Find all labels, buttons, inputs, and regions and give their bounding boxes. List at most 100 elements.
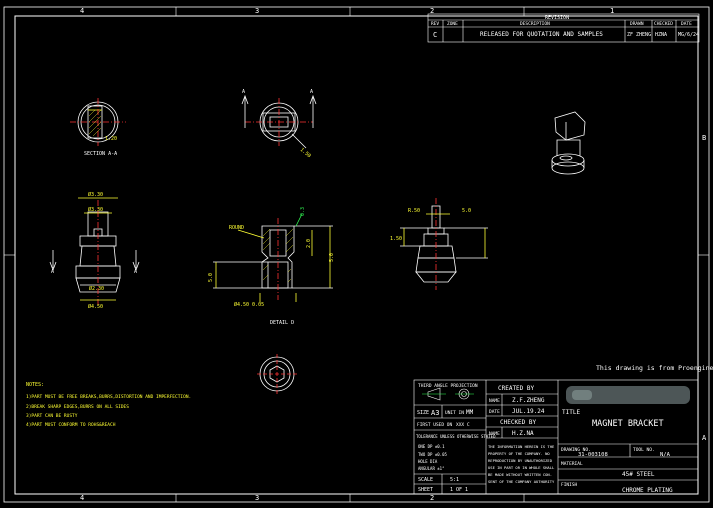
section-marker: A [51,269,54,275]
drawing-no-label: DRAWING NO. [561,447,591,453]
zone-ticks [4,7,709,502]
material-value: 45# STEEL [622,471,655,478]
finish-value: CHROME PLATING [622,487,673,494]
tolerance-title: TOLERANCE UNLESS OTHERWISE STATED [416,434,496,439]
rev-cell: ZF ZHENG [627,32,651,38]
checked-name-label: NAME [489,431,500,437]
notes-title: NOTES: [26,382,44,388]
outer-border [3,6,710,503]
created-by-label: CREATED BY [498,385,535,392]
section-marker: A [310,89,313,95]
zone-label-bottom: 2 [430,494,434,502]
section-view [70,98,126,146]
tolerance-line: TWO DP ±0.05 [418,452,447,457]
rev-cell: C [433,31,437,39]
checker-name: H.Z.NA [512,430,534,437]
dim-label: 5.0 [462,208,471,214]
tool-no-value: N/A [660,452,671,458]
first-used-value: XXX C [456,422,470,428]
title-label: TITLE [562,409,580,416]
third-angle-projection-icon [422,387,474,401]
material-label: MATERIAL [561,461,583,467]
unit-value: MM [466,409,474,416]
section-marker: A [242,89,245,95]
dim-label: Ø2.30 [89,285,104,292]
rev-header: DATE [681,21,692,27]
confidential-line: PROPERTY OF THE COMPANY. NO [488,451,550,456]
detail-hatch [262,228,294,283]
company-logo-blurred [566,386,690,404]
revision-title: REVISION [545,15,569,21]
rev-cell: HZNA [655,32,667,38]
rev-header: CHECKED [654,21,673,27]
note-line: 1)PART MUST BE FREE BREAKS,BURRS,DISTORT… [26,394,191,400]
note-line: 3)PART CAN BE RUSTY [26,413,78,419]
chamfer-note: ROUND [229,225,244,231]
projection-label: THIRD ANGLE PROJECTION [418,383,478,389]
note-line: 2)BREAK SHARP EDGES,BURRS ON ALL SIDES [26,404,129,410]
size-label: SIZE [417,410,429,416]
watermark-text: This drawing is from Proengineer [596,364,713,372]
sheet-value: 1 OF 1 [450,487,468,493]
drawing-no-value: 31-003108 [578,452,608,458]
front-view [49,197,140,305]
tool-no-label: TOOL NO. [633,447,655,453]
rev-header: ZONE [447,21,458,27]
checked-by-label: CHECKED BY [500,419,537,426]
dim-label: 1.50 [390,236,402,242]
dim-label: Ø3.30 [88,191,103,198]
unit-label: UNIT IN [445,410,464,416]
confidential-line: USE IN PART OR IN WHOLE SHALL [488,465,555,470]
tolerance-line: HOLE DIA [418,459,438,464]
dim-label: 1.20 [105,136,117,142]
side-view [400,198,488,290]
date-label: DATE [489,409,500,415]
dim-label: 2.0 [306,239,312,248]
dim-label: Ø4.50 0.05 [234,301,264,308]
detail-label: DETAIL D [270,320,294,326]
size-value: A3 [431,409,439,417]
zone-label-top: 3 [255,7,259,15]
zone-label-top: 2 [430,7,434,15]
drawing-title: MAGNET BRACKET [592,419,664,429]
name-label: NAME [489,398,500,404]
scale-value: 5:1 [450,477,459,483]
date-value: JUL.19.24 [512,408,545,415]
rev-header: DRAWN [630,21,644,27]
zone-label-right: A [702,434,707,442]
title-block [413,379,699,495]
bottom-view [257,354,297,394]
finish-label: FINISH [561,482,578,488]
confidential-line: REPRODUCTION BY UNAUTHORIZED [488,458,553,463]
dim-label: Ø3.30 [88,206,103,213]
dim-label: R.50 [408,208,420,214]
sheet-label: SHEET [418,487,433,493]
tolerance-line: ONE DP ±0.1 [418,444,445,449]
dim-label: 5.0 [329,253,335,262]
iso-view [551,111,586,175]
note-line: 4)PART MUST CONFORM TO ROHS&REACH [26,422,116,428]
company-logo-blurred [572,390,592,400]
rev-cell: MG/6/24 [678,32,699,38]
scale-label: SCALE [418,477,433,483]
tolerance-line: ANGULAR ±1° [418,466,445,471]
zone-label-top: 4 [80,7,84,15]
first-used-label: FIRST USED ON [417,422,453,428]
zone-label-right: B [702,134,706,142]
confidential-line: BE MADE WITHOUT WRITTEN CON- [488,472,552,477]
top-view [241,94,317,149]
rev-header: DESCRIPTION [520,21,550,27]
section-hatch [88,109,102,137]
section-marker: A [134,269,137,275]
creator-name: Z.F.ZHENG [512,397,545,404]
dim-label: 0.3 [300,207,306,216]
zone-label-top: 1 [610,7,614,15]
dim-label: Ø4.50 [88,303,103,310]
zone-label-bottom: 4 [80,494,84,502]
revision-table [427,13,700,43]
rev-cell: RELEASED FOR QUOTATION AND SAMPLES [480,31,603,38]
dim-label: 1.50 [299,147,312,159]
rev-header: REV [431,21,439,27]
confidential-line: THE INFORMATION HEREIN IS THE [488,444,555,449]
